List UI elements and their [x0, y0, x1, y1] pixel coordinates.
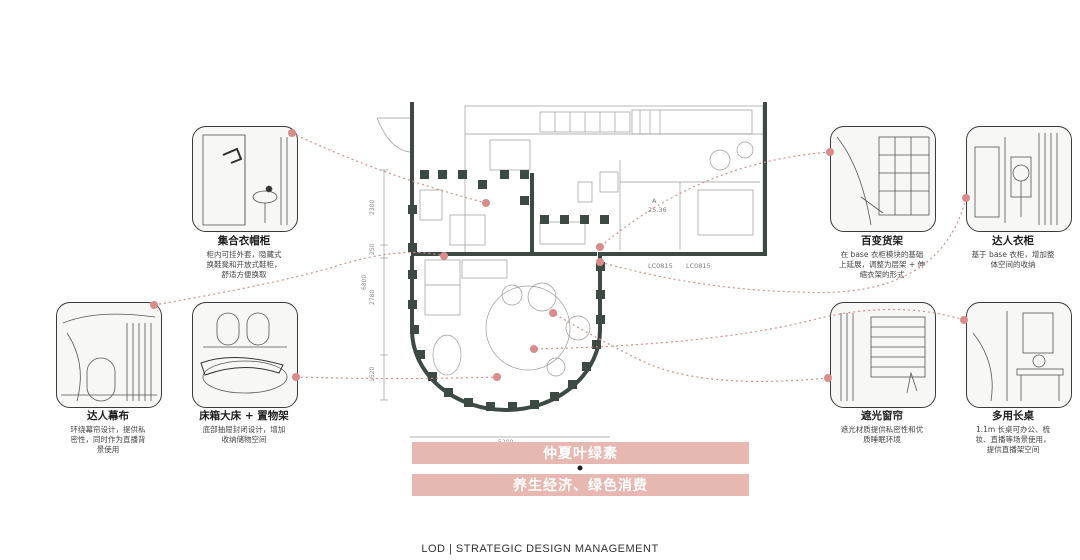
plan-code-1: LC0815 [648, 262, 673, 270]
wardrobe-image [966, 126, 1072, 232]
dim-label: 6800 [361, 275, 368, 290]
wardrobe-desc: 基于 base 衣柜，增加整 体空间的收纳 [971, 250, 1055, 269]
wardrobe-cabinet-caption: 集合衣帽柜 柜内可挂外套，隐藏式 换鞋凳和开放式鞋柜， 舒适方便换取 [172, 234, 316, 280]
dim-label: 2300 [369, 200, 376, 215]
wardrobe-cabinet-title: 集合衣帽柜 [217, 235, 271, 247]
desk-caption: 多用长桌 1.1m 长桌可办公、梳 妆、直播等场景使用， 提供直播架空间 [946, 409, 1080, 455]
dim-label: 1520 [369, 367, 376, 382]
blackout-caption: 遮光窗帘 遮光材质提供私密性和优 质睡眠环境 [810, 409, 954, 445]
wardrobe-cabinet-image [192, 126, 298, 232]
curtain-caption: 达人幕布 环绕幕帘设计，提供私 密性，同时作为直播背 景使用 [36, 409, 180, 455]
shelving-image [830, 126, 936, 232]
desk-image [966, 302, 1072, 408]
tagline-banner: 养生经济、绿色消费 [412, 474, 749, 496]
footer-brand: LOD | STRATEGIC DESIGN MANAGEMENT [421, 543, 659, 555]
blackout-title: 遮光窗帘 [861, 410, 903, 422]
room-area: 25.36 [648, 206, 667, 214]
theme-banner: 仲夏叶绿素 [412, 442, 749, 464]
shelving-desc: 在 base 衣柜模块的基础 上延展，调整为层架 + 伸 缩衣架的形式 [838, 250, 926, 279]
shelving-title: 百变货架 [861, 235, 903, 247]
wardrobe-title: 达人衣柜 [992, 235, 1034, 247]
shelving-caption: 百变货架 在 base 衣柜模块的基础 上延展，调整为层架 + 伸 缩衣架的形式 [810, 234, 954, 280]
blackout-desc: 遮光材质提供私密性和优 质睡眠环境 [840, 425, 924, 444]
curtain-image [56, 302, 162, 408]
plan-code-2: LC0815 [686, 262, 711, 270]
room-mark: A [652, 197, 657, 205]
wardrobe-cabinet-desc: 柜内可挂外套，隐藏式 换鞋凳和开放式鞋柜， 舒适方便换取 [206, 250, 282, 279]
dim-label: 2780 [369, 290, 376, 305]
curtain-desc: 环绕幕帘设计，提供私 密性，同时作为直播背 景使用 [70, 425, 146, 454]
bed-storage-title: 床箱大床 + 置物架 [199, 410, 289, 422]
desk-desc: 1.1m 长桌可办公、梳 妆、直播等场景使用， 提供直播架空间 [975, 425, 1051, 454]
wardrobe-caption: 达人衣柜 基于 base 衣柜，增加整 体空间的收纳 [946, 234, 1080, 270]
blackout-curtain-image [830, 302, 936, 408]
bed-storage-image [192, 302, 298, 408]
bed-storage-caption: 床箱大床 + 置物架 底部抽屉封闭设计，增加 收纳储物空间 [172, 409, 316, 445]
curtain-title: 达人幕布 [87, 410, 129, 422]
bed-storage-desc: 底部抽屉封闭设计，增加 收纳储物空间 [202, 425, 286, 444]
dim-label: 250 [369, 243, 376, 255]
desk-title: 多用长桌 [992, 410, 1034, 422]
